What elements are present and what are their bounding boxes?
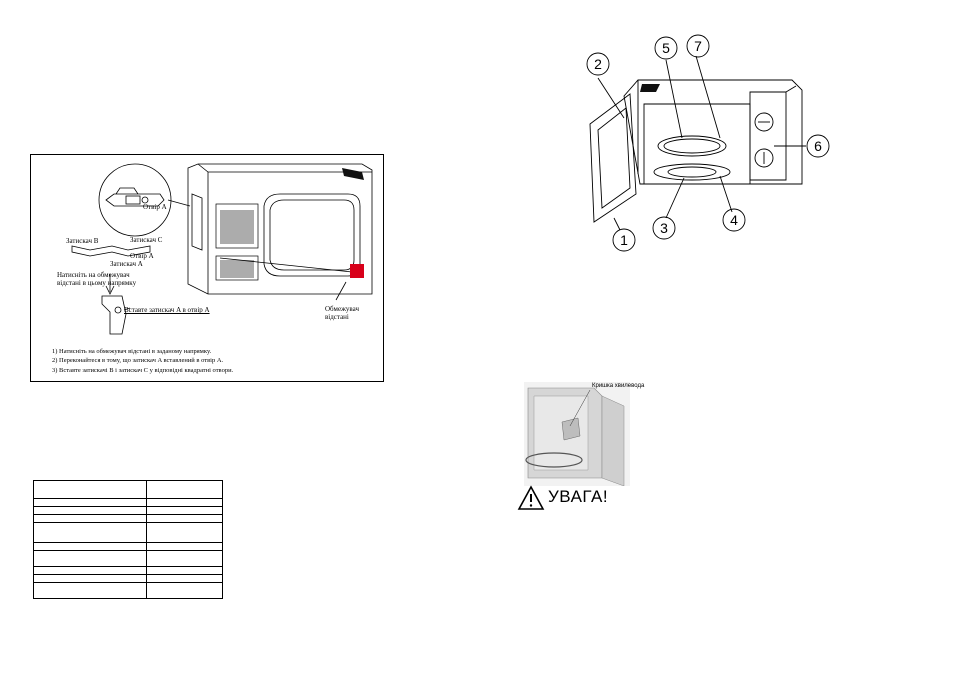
part-label-2: 2	[594, 56, 602, 72]
label-hole-a: Отвір A	[143, 203, 167, 211]
warning-title: УВАГА!	[548, 487, 609, 506]
part-label-4: 4	[730, 212, 738, 228]
spec-table	[33, 480, 223, 599]
part-label-6: 6	[814, 138, 822, 154]
limiter-highlight	[350, 264, 364, 278]
detail-magnifier-circle	[98, 163, 172, 237]
part-label-7: 7	[694, 38, 702, 54]
label-latch-c: Затискач C	[130, 236, 163, 244]
step-3: 3) Вставте затискачі В і затискач С у ві…	[52, 367, 234, 374]
installation-drawing	[71, 163, 373, 335]
warning-icon	[517, 485, 545, 510]
waveguide-cover	[561, 417, 581, 441]
label-insert-note: Вставте затискач A в отвір A	[124, 306, 210, 314]
label-latch-b: Затискач B	[66, 237, 99, 245]
waveguide-cover-label: Кришка хвилевода	[592, 383, 645, 389]
label-latch-a: Затискач A	[110, 260, 143, 268]
part-label-5: 5	[662, 40, 670, 56]
label-distance-limiter: Обмежувач відстані	[325, 305, 359, 321]
label-hole-a2: Отвір A	[130, 252, 154, 260]
part-label-3: 3	[660, 220, 668, 236]
step-1: 1) Натисніть на обмежувач відстані в зад…	[52, 348, 212, 355]
label-push-note: Натисніть на обмежувач відстані в цьому …	[57, 271, 137, 287]
waveguide-cover-photo	[524, 382, 630, 486]
part-label-1: 1	[620, 232, 628, 248]
step-2: 2) Переконайтеся в тому, що затискач A в…	[52, 357, 224, 364]
parts-diagram: 2 5 7 6 1 3 4	[586, 34, 830, 252]
installation-figure	[30, 154, 384, 382]
